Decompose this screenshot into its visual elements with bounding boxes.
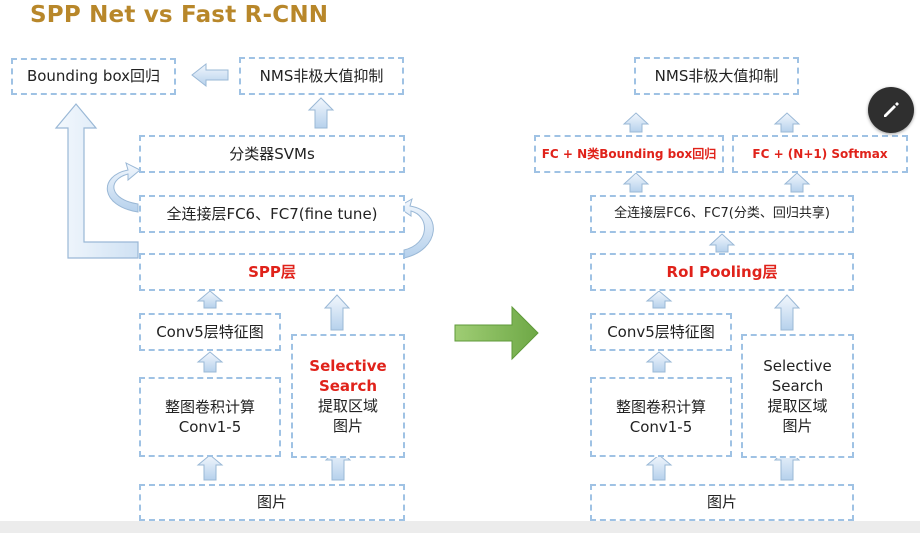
- svm-box-left: 分类器SVMs: [139, 135, 405, 173]
- page-title: SPP Net vs Fast R-CNN: [30, 2, 329, 28]
- arrow-up-softmax-to-nms-right: [773, 112, 801, 133]
- roi-pooling-box-right: RoI Pooling层: [590, 253, 854, 291]
- conv5-label: Conv5层特征图: [607, 322, 715, 341]
- big-right-arrow: [454, 305, 539, 361]
- selective-search-box-right: Selective Search 提取区域 图片: [741, 334, 854, 458]
- conv5-box-left: Conv5层特征图: [139, 313, 281, 351]
- selective-search-box-left: Selective Search 提取区域 图片: [291, 334, 405, 458]
- arrow-up-selective-to-spp-left: [323, 294, 351, 331]
- image-label: 图片: [706, 493, 737, 512]
- conv-full-line2: Conv1-5: [629, 418, 693, 436]
- fc-box-right: 全连接层FC6、FC7(分类、回归共享): [590, 195, 854, 233]
- svm-label: 分类器SVMs: [229, 144, 315, 163]
- image-label: 图片: [256, 493, 287, 512]
- fc-softmax-box-right: FC + (N+1) Softmax: [732, 135, 908, 173]
- arrow-up-fc-to-bbox-right: [622, 172, 650, 193]
- fc-label: 全连接层FC6、FC7(fine tune): [166, 204, 378, 223]
- roi-pooling-label: RoI Pooling层: [666, 262, 778, 281]
- nms-box-right: NMS非极大值抑制: [634, 57, 799, 95]
- conv-full-line1: 整图卷积计算: [164, 397, 255, 416]
- bottom-strip: [0, 521, 920, 533]
- region-line2: 图片: [332, 417, 363, 436]
- fc-bbox-box-right: FC + N类Bounding box回归: [534, 135, 724, 173]
- arrow-up-bbox-to-nms-right: [622, 112, 650, 133]
- fc-label: 全连接层FC6、FC7(分类、回归共享): [614, 206, 830, 222]
- conv-full-box-left: 整图卷积计算 Conv1-5: [139, 377, 281, 457]
- conv-full-line1: 整图卷积计算: [615, 397, 706, 416]
- spp-box-left: SPP层: [139, 253, 405, 291]
- arrow-up-selective-to-roi-right: [773, 294, 801, 331]
- nms-label: NMS非极大值抑制: [654, 66, 779, 85]
- arrow-up-conv-to-conv5-left: [196, 351, 224, 373]
- bbox-regression-box-left: Bounding box回归: [11, 58, 176, 95]
- arrow-up-image-to-conv-left: [196, 454, 224, 481]
- curved-arrow-spp-to-fc: [397, 197, 434, 259]
- spp-label: SPP层: [248, 262, 296, 281]
- arrow-up-image-to-conv-right: [645, 454, 673, 481]
- fc-box-left: 全连接层FC6、FC7(fine tune): [139, 195, 405, 233]
- arrow-spp-to-bbox-long: [54, 103, 139, 259]
- selective-line2: Search: [318, 376, 378, 395]
- arrow-up-conv-to-conv5-right: [645, 351, 673, 373]
- arrow-left-nms-to-bbox: [191, 62, 229, 88]
- curved-arrow-fc-to-svm: [107, 162, 141, 213]
- image-box-left: 图片: [139, 484, 405, 521]
- conv-full-box-right: 整图卷积计算 Conv1-5: [590, 377, 732, 457]
- region-line1: 提取区域: [767, 397, 828, 415]
- selective-line2: Search: [771, 376, 824, 395]
- nms-box-left: NMS非极大值抑制: [239, 57, 404, 95]
- conv-full-line2: Conv1-5: [178, 418, 242, 436]
- arrow-up-conv5-to-spp-left: [196, 290, 224, 309]
- edit-button[interactable]: [868, 87, 914, 133]
- arrow-up-svm-to-nms-left: [307, 97, 335, 129]
- nms-label: NMS非极大值抑制: [259, 66, 384, 85]
- conv5-box-right: Conv5层特征图: [590, 313, 732, 351]
- fc-softmax-label: FC + (N+1) Softmax: [752, 146, 888, 161]
- bbox-regression-label: Bounding box回归: [26, 67, 161, 86]
- selective-line1: Selective: [309, 356, 387, 375]
- region-line2: 图片: [782, 417, 813, 436]
- fc-bbox-label: FC + N类Bounding box回归: [541, 146, 717, 161]
- arrow-up-conv5-to-roi-right: [645, 290, 673, 309]
- region-line1: 提取区域: [317, 397, 378, 415]
- pencil-icon: [884, 102, 899, 117]
- arrow-up-fc-to-softmax-right: [783, 172, 811, 193]
- selective-line1: Selective: [763, 356, 832, 375]
- arrow-up-roi-to-fc-right: [708, 233, 736, 253]
- conv5-label: Conv5层特征图: [156, 322, 264, 341]
- image-box-right: 图片: [590, 484, 854, 521]
